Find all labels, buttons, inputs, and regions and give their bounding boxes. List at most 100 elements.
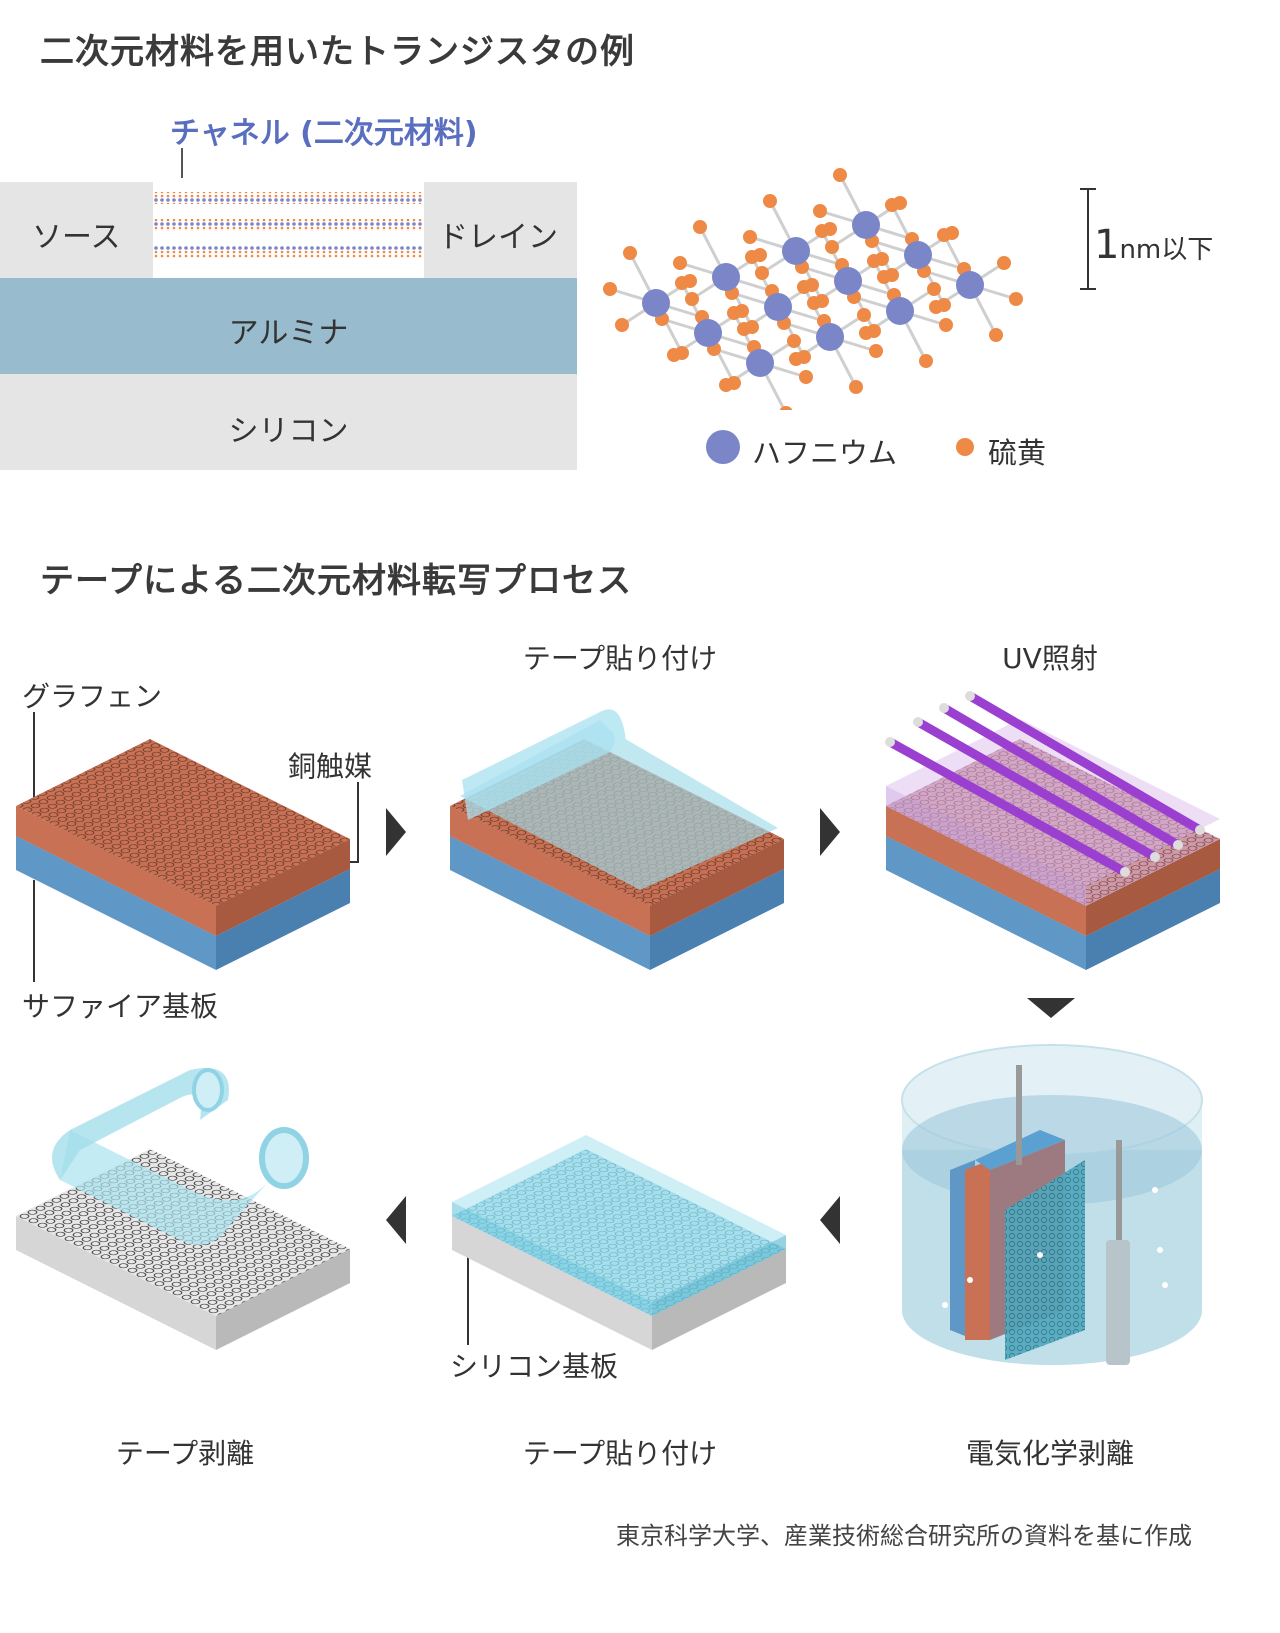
stage2-block <box>450 709 784 970</box>
hafnium-atom <box>746 349 774 377</box>
channel-layer-1 <box>153 192 424 204</box>
thickness-label: 1nm以下 <box>1094 222 1213 268</box>
arrow-down <box>1027 998 1075 1018</box>
uv-lamps <box>885 691 1205 877</box>
sapphire-label: サファイア基板 <box>22 990 219 1023</box>
sulfur-atom <box>825 240 839 254</box>
sulfur-atom <box>885 198 899 212</box>
stage5-block <box>452 1135 786 1350</box>
sulfur-atom <box>867 324 881 338</box>
arrow-left-1 <box>820 1196 840 1244</box>
hafnium-atom <box>694 319 722 347</box>
sulfur-atom <box>989 328 1003 342</box>
sulfur-atom <box>797 350 811 364</box>
stage3-block <box>885 691 1220 970</box>
sulfur-atom <box>623 246 637 260</box>
sulfur-atom <box>997 256 1011 270</box>
hafnium-atom <box>886 297 914 325</box>
sulfur-atom <box>937 228 951 242</box>
channel-layer-2 <box>153 219 424 231</box>
thickness-bracket <box>1080 188 1096 290</box>
channel-label: チャネル (二次元材料) <box>170 116 478 151</box>
sulfur-atom <box>869 344 883 358</box>
sulfur-atom <box>867 254 881 268</box>
transistor-diagram: ソース ドレイン アルミナ シリコン <box>0 182 577 470</box>
stage4-beaker <box>901 1044 1203 1365</box>
sulfur-atom <box>1009 292 1023 306</box>
hafnium-atom <box>904 241 932 269</box>
sulfur-legend-label: 硫黄 <box>988 436 1047 470</box>
source-note: 東京科学大学、産業技術総合研究所の資料を基に作成 <box>616 1522 1192 1550</box>
sulfur-atom <box>743 230 757 244</box>
hafnium-atom <box>816 323 844 351</box>
hafnium-atom <box>852 211 880 239</box>
sulfur-atom <box>755 266 769 280</box>
step-tape-attach-2: テープ貼り付け <box>522 1437 718 1470</box>
sulfur-legend-icon <box>956 438 974 456</box>
channel-layers <box>153 192 424 258</box>
sulfur-atom <box>615 318 629 332</box>
sulfur-atom <box>797 280 811 294</box>
step-tape-peel: テープ剥離 <box>115 1437 255 1470</box>
graphene-label: グラフェン <box>22 680 163 713</box>
thickness-number: 1 <box>1094 222 1120 268</box>
hafnium-atom <box>712 263 740 291</box>
stage1-block <box>16 739 350 970</box>
hafnium-atom <box>642 289 670 317</box>
drain-label: ドレイン <box>438 220 558 255</box>
sulfur-atom <box>603 282 617 296</box>
silicon-layer: シリコン <box>0 374 577 470</box>
sulfur-atom <box>885 268 899 282</box>
source-block: ソース <box>0 182 153 278</box>
section2-title: テープによる二次元材料転写プロセス <box>40 561 632 601</box>
sulfur-atom <box>779 406 793 410</box>
sulfur-atom <box>799 370 813 384</box>
source-label: ソース <box>32 220 121 255</box>
sulfur-atom <box>937 298 951 312</box>
arrow-right-2 <box>820 808 840 856</box>
silicon-label: シリコン <box>228 414 349 449</box>
alumina-layer: アルミナ <box>0 278 577 374</box>
arrow-right-1 <box>386 808 406 856</box>
graphene-on-copper <box>16 739 350 906</box>
hfs2-lattice <box>603 168 1023 410</box>
sulfur-atom <box>939 318 953 332</box>
hafnium-legend-label: ハフニウム <box>752 436 898 470</box>
hafnium-atom <box>782 237 810 265</box>
hafnium-atom <box>834 267 862 295</box>
sulfur-atom <box>815 294 829 308</box>
hafnium-atom <box>764 293 792 321</box>
sulfur-atom <box>675 276 689 290</box>
sulfur-atom <box>673 256 687 270</box>
sulfur-atom <box>693 220 707 234</box>
copper-label: 銅触媒 <box>288 750 373 783</box>
channel-layer-3 <box>153 246 424 258</box>
sulfur-atom <box>849 380 863 394</box>
channel-leader-line <box>181 148 183 178</box>
hafnium-legend-icon <box>706 430 740 464</box>
step-electrochemical: 電気化学剥離 <box>965 1437 1134 1470</box>
sulfur-atom <box>833 168 847 182</box>
silicon-substrate-label: シリコン基板 <box>450 1350 619 1383</box>
step-uv: UV照射 <box>1002 642 1098 675</box>
sulfur-atom <box>927 282 941 296</box>
sulfur-atom <box>727 306 741 320</box>
sulfur-atom <box>685 292 699 306</box>
step-tape-attach-1: テープ貼り付け <box>522 642 718 675</box>
sulfur-atom <box>727 376 741 390</box>
sulfur-atom <box>815 224 829 238</box>
alumina-label: アルミナ <box>228 316 349 351</box>
sulfur-atom <box>919 354 933 368</box>
sulfur-atom <box>675 346 689 360</box>
sulfur-atom <box>787 334 801 348</box>
sulfur-atom <box>745 320 759 334</box>
arrow-left-2 <box>386 1196 406 1244</box>
sulfur-atom <box>763 194 777 208</box>
sulfur-atom <box>745 250 759 264</box>
drain-block: ドレイン <box>424 182 577 278</box>
sulfur-atom <box>813 204 827 218</box>
section1-title: 二次元材料を用いたトランジスタの例 <box>40 32 635 72</box>
